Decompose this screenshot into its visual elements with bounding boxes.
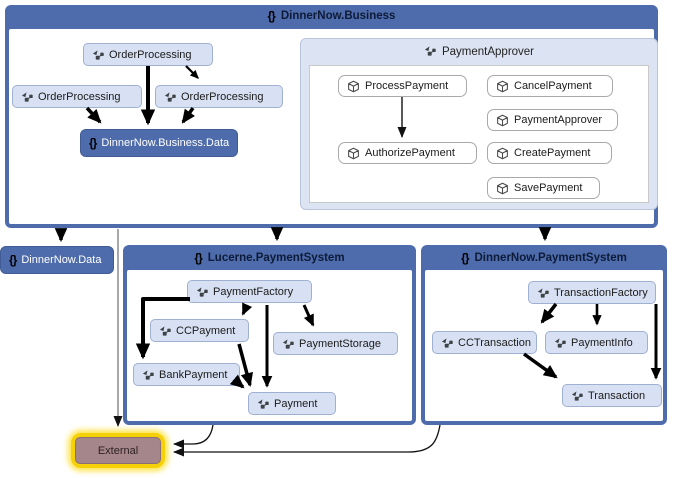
node-label: OrderProcessing: [38, 90, 121, 103]
node-authorizepayment[interactable]: AuthorizePayment: [338, 142, 477, 164]
node-bankpayment[interactable]: BankPayment: [133, 363, 240, 386]
node-ccpayment[interactable]: CCPayment: [150, 319, 249, 342]
member-icon: [496, 80, 509, 93]
class-icon: [282, 338, 294, 350]
class-icon: [441, 337, 453, 349]
container-header: {} Lucerne.PaymentSystem: [123, 245, 416, 270]
namespace-icon: {}: [89, 136, 97, 150]
container-title: DinnerNow.PaymentSystem: [474, 251, 627, 264]
node-external[interactable]: External: [71, 433, 165, 468]
group-title: PaymentApprover: [441, 46, 535, 58]
namespace-icon: {}: [194, 250, 202, 265]
member-icon: [347, 147, 360, 160]
node-label: SavePayment: [514, 182, 583, 194]
node-label: CCPayment: [176, 324, 236, 337]
node-cctransaction[interactable]: CCTransaction: [432, 331, 537, 354]
edge-lucerne-to-external: [173, 424, 214, 449]
class-icon: [424, 45, 436, 60]
class-icon: [142, 369, 154, 381]
node-transactionfactory[interactable]: TransactionFactory: [528, 281, 656, 304]
edge-dnps-to-external: [173, 424, 441, 457]
node-paymentfactory[interactable]: PaymentFactory: [187, 280, 312, 303]
class-icon: [164, 91, 176, 103]
node-label: DinnerNow.Data: [21, 254, 102, 266]
namespace-icon: {}: [267, 9, 276, 23]
container-header: {} DinnerNow.PaymentSystem: [421, 245, 667, 270]
external-label-box: External: [75, 437, 161, 464]
class-icon: [537, 287, 549, 299]
node-label: OrderProcessing: [181, 90, 264, 103]
node-orderprocessing-3[interactable]: OrderProcessing: [155, 85, 283, 108]
member-icon: [347, 80, 360, 93]
namespace-icon: {}: [9, 253, 17, 267]
node-label: Transaction: [588, 389, 646, 402]
node-label: CreatePayment: [514, 147, 591, 159]
node-label: TransactionFactory: [554, 286, 648, 299]
node-label: BankPayment: [159, 368, 228, 381]
namespace-icon: {}: [461, 250, 469, 265]
container-header: {} DinnerNow.Business: [5, 5, 658, 27]
node-orderprocessing-1[interactable]: OrderProcessing: [83, 43, 213, 66]
node-dinnernow-data[interactable]: {} DinnerNow.Data: [0, 246, 114, 274]
container-title: DinnerNow.Business: [280, 10, 396, 22]
node-processpayment[interactable]: ProcessPayment: [338, 75, 467, 97]
node-label: CCTransaction: [458, 336, 531, 349]
node-paymentstorage[interactable]: PaymentStorage: [273, 332, 398, 355]
node-transaction[interactable]: Transaction: [562, 384, 662, 407]
member-icon: [496, 114, 509, 127]
class-icon: [21, 91, 33, 103]
node-label: ProcessPayment: [365, 80, 449, 92]
member-icon: [496, 147, 509, 160]
node-paymentapprover[interactable]: PaymentApprover: [487, 109, 618, 131]
node-orderprocessing-2[interactable]: OrderProcessing: [12, 85, 142, 108]
node-label: PaymentApprover: [514, 114, 603, 126]
class-icon: [92, 49, 104, 61]
node-label: DinnerNow.Business.Data: [101, 137, 230, 149]
node-cancelpayment[interactable]: CancelPayment: [487, 75, 613, 97]
class-icon: [196, 286, 208, 298]
class-icon: [257, 398, 269, 410]
class-icon: [571, 390, 583, 402]
class-icon: [554, 337, 566, 349]
group-header: PaymentApprover: [301, 39, 657, 65]
node-label: PaymentFactory: [213, 285, 294, 298]
node-label: PaymentStorage: [299, 337, 381, 350]
class-icon: [159, 325, 171, 337]
member-icon: [496, 182, 509, 195]
node-label: OrderProcessing: [109, 48, 192, 61]
node-dinnernow-business-data[interactable]: {} DinnerNow.Business.Data: [80, 129, 238, 157]
node-label: AuthorizePayment: [365, 147, 455, 159]
node-createpayment[interactable]: CreatePayment: [487, 142, 612, 164]
node-label: Payment: [274, 397, 318, 410]
node-paymentinfo[interactable]: PaymentInfo: [545, 331, 648, 354]
node-label: PaymentInfo: [571, 336, 633, 349]
node-label: External: [97, 444, 139, 457]
container-title: Lucerne.PaymentSystem: [207, 251, 345, 264]
node-savepayment[interactable]: SavePayment: [487, 177, 600, 199]
node-payment[interactable]: Payment: [248, 392, 336, 415]
node-label: CancelPayment: [514, 80, 592, 92]
